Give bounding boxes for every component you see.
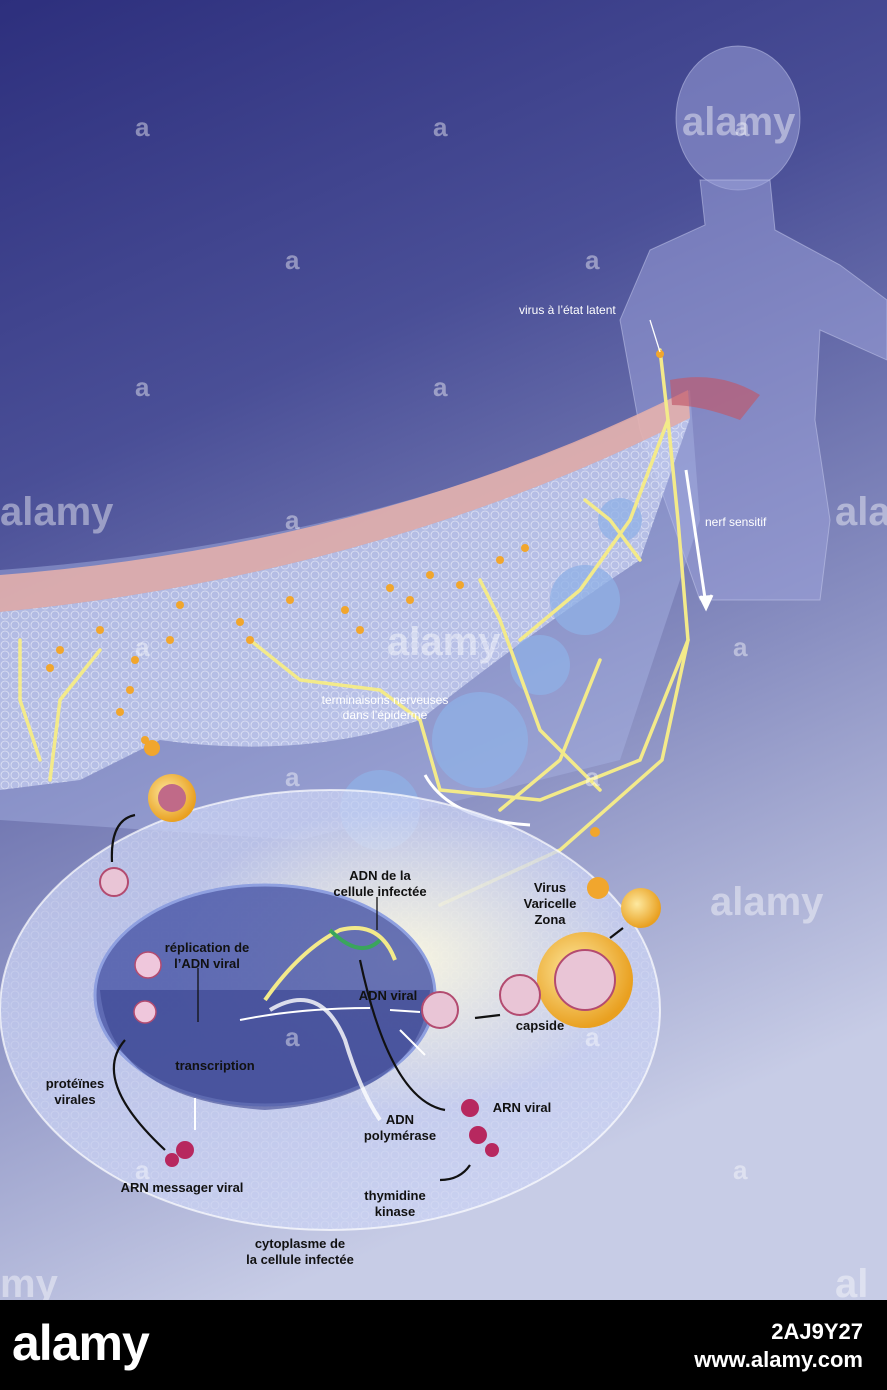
watermark-letter: a: [135, 112, 150, 142]
watermark-letter: a: [585, 245, 600, 275]
capsids: [133, 951, 162, 1024]
watermark-letter: a: [585, 1022, 600, 1052]
ribosomes: [165, 1099, 499, 1167]
watermark: alamy: [387, 620, 501, 664]
diagram-illustration: [0, 0, 887, 1300]
watermark-letter: a: [135, 632, 150, 662]
label-capsid: capside: [515, 1018, 565, 1033]
watermark: alamy: [710, 880, 824, 924]
footer-logo: alamy: [12, 1315, 150, 1371]
skin-surface: [0, 390, 690, 612]
watermark-letter: a: [733, 1155, 748, 1185]
watermark-letter: a: [285, 245, 300, 275]
flow-arrows-white: [194, 1007, 426, 1130]
dna-helix: [263, 926, 397, 1122]
watermark-letter: a: [735, 112, 750, 142]
watermark-letter: a: [433, 372, 448, 402]
watermark: alamy: [682, 100, 796, 144]
footer-info: 2AJ9Y27 www.alamy.com: [694, 1318, 863, 1374]
entering-virion: [421, 877, 661, 1029]
sensory-nerve: [18, 348, 690, 907]
image-id: 2AJ9Y27: [771, 1319, 863, 1344]
label-nerve-endings: terminaisons nerveuses dans l’épiderme: [321, 693, 449, 722]
label-latent-virus: virus à l’état latent: [519, 303, 616, 317]
footer-bar: [0, 1300, 887, 1390]
watermark-letter: a: [285, 505, 300, 535]
watermark-letter: a: [135, 1155, 150, 1185]
virus-particles: [46, 350, 664, 837]
process-arrows: [110, 813, 624, 1182]
label-sensory-nerve: nerf sensitif: [705, 515, 767, 529]
watermark-letter: a: [285, 1022, 300, 1052]
site-url: www.alamy.com: [694, 1347, 863, 1372]
pointer-lines: [197, 319, 661, 1022]
watermark-letter: a: [585, 762, 600, 792]
watermark-partial: ala: [835, 490, 887, 534]
label-messenger-rna: ARN messager viral: [120, 1180, 244, 1195]
watermark-letter: a: [433, 112, 448, 142]
watermark: alamy: [0, 490, 114, 534]
watermark-partial: al: [835, 1262, 869, 1306]
watermark-letter: a: [285, 762, 300, 792]
label-viral-dna: ADN viral: [358, 988, 418, 1003]
shingles-rash: [670, 377, 760, 420]
exiting-virion: [99, 740, 196, 897]
label-viral-rna: ARN viral: [492, 1100, 552, 1115]
human-silhouette: [619, 45, 887, 601]
watermark-partial: my: [0, 1262, 58, 1306]
watermark-letter: a: [135, 372, 150, 402]
label-transcription: transcription: [175, 1058, 255, 1073]
watermark-letter: a: [733, 632, 748, 662]
